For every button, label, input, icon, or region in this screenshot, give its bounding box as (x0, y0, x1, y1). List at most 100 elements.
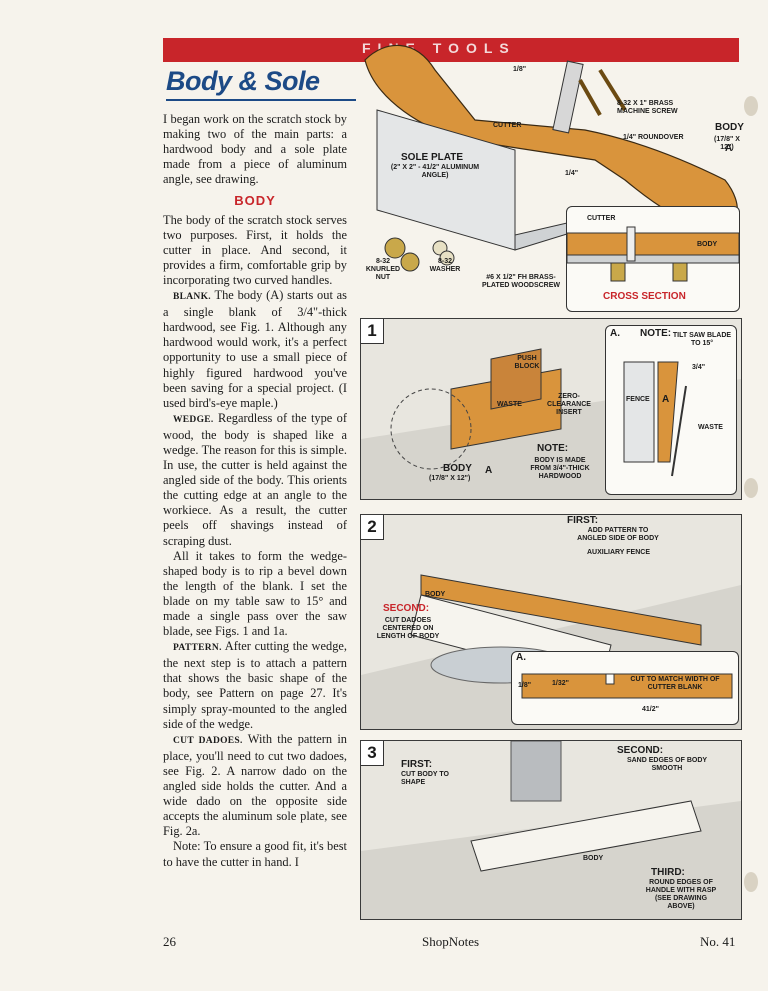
screw-art (598, 68, 627, 112)
fig1a-body-art (657, 361, 679, 463)
sole-plate-label: SOLE PLATE (401, 152, 464, 163)
figure-1: 1 PUSH BLOCK WASTE ZERO-CLEARANCE INSERT… (360, 318, 742, 500)
pattern-subhead: PATTERN. (173, 643, 222, 654)
figure-2a-inset: a. 1/8" 1/32" 41/2" CUT TO MATCH WIDTH O… (511, 651, 739, 725)
fig2a-body-art (521, 673, 733, 699)
blank-paragraph: BLANK. The body (A) starts out as a sing… (163, 288, 347, 411)
fig1a-part-label: A (662, 394, 670, 405)
cs-nut-art (672, 262, 688, 282)
aux-fence-art (420, 574, 702, 646)
fig3-second-title: SECOND: (617, 745, 664, 756)
aux-fence-label: AUXILIARY FENCE (587, 549, 651, 556)
fig3-second: SAND EDGES OF BODY SMOOTH (626, 757, 708, 772)
dadoes-text: With the pattern in place, you'll need t… (163, 731, 348, 839)
insert-label: ZERO-CLEARANCE INSERT (547, 393, 591, 416)
page-number: 26 (163, 934, 176, 949)
fig2-first: ADD PATTERN TO ANGLED SIDE OF BODY (577, 527, 659, 542)
fig1a-note-title: NOTE: (640, 328, 672, 339)
push-block-label: PUSH BLOCK (514, 355, 540, 370)
fig3-third-title: THIRD: (651, 867, 685, 878)
cutter-art (552, 60, 584, 134)
cs-cutter-art (626, 226, 636, 262)
fig1-part-a: A (485, 465, 493, 476)
fig2a-dim2: 1/32" (552, 680, 569, 687)
screw-label: 8-32 x 1" BRASS MACHINE SCREW (617, 100, 678, 115)
rip-paragraph: All it takes to form the wedge-shaped bo… (163, 548, 347, 639)
magazine-name: ShopNotes (422, 934, 480, 949)
fig3-third: ROUND EDGES OF HANDLE WITH RASP (SEE DRA… (645, 879, 717, 910)
washer-label: 8-32 WASHER (429, 258, 461, 273)
cutter-label: CUTTER (493, 122, 522, 129)
fig2a-letter: a. (516, 652, 526, 663)
knurled-nut-label: 8-32 KNURLED NUT (365, 258, 401, 281)
figure-2-number: 2 (361, 515, 384, 540)
section-banner (163, 38, 739, 62)
pattern-text: After cutting the wedge, the next step i… (163, 639, 347, 731)
figure-3-number: 3 (361, 741, 384, 766)
fig1-note: BODY IS MADE FROM 3/4"-THICK HARDWOOD (530, 457, 590, 480)
blank-text: The body (A) starts out as a single blan… (163, 288, 347, 410)
push-block-art (490, 348, 542, 410)
title-underline (166, 99, 356, 101)
saw-blade-art (390, 388, 472, 470)
knurled-nut-art (384, 237, 406, 259)
fig2-body-label: BODY (425, 591, 446, 598)
section-heading-body: BODY (234, 193, 276, 209)
issue-number: No. 41 (700, 934, 736, 949)
fig1-body-dims: (17/8" x 12") (429, 475, 471, 482)
fig3-body-label: BODY (583, 855, 604, 862)
fig3-first: CUT BODY TO SHAPE (401, 771, 449, 786)
blade-art (671, 385, 687, 477)
exploded-drawing: 1/8" 8-32 x 1" BRASS MACHINE SCREW CUTTE… (355, 30, 745, 310)
binder-hole (744, 872, 758, 892)
fig1a-waste-label: WASTE (698, 424, 723, 431)
note-paragraph: Note: To ensure a good fit, it's best to… (163, 839, 347, 869)
figure-3: 3 FIRST: CUT BODY TO SHAPE SECOND: SAND … (360, 740, 742, 920)
fig3-first-title: FIRST: (401, 759, 433, 770)
cross-section-art (567, 226, 739, 282)
fig1a-dim: 3/4" (692, 364, 706, 371)
wedge-paragraph: WEDGE. Regardless of the type of wood, t… (163, 411, 347, 549)
wedge-text: Regardless of the type of wood, the body… (163, 410, 347, 548)
fig1-waste-label: WASTE (497, 401, 522, 408)
article-title: Body & Sole (166, 66, 320, 96)
body-label: BODY (715, 122, 744, 133)
figure-2: 2 FIRST: ADD PATTERN TO ANGLED SIDE OF B… (360, 514, 742, 730)
fig1-note-title: NOTE: (537, 443, 569, 454)
fig2a-note: CUT TO MATCH WIDTH OF CUTTER BLANK (630, 676, 720, 691)
binder-hole (744, 478, 758, 498)
intro-paragraph: I began work on the scratch stock by mak… (163, 112, 347, 187)
article-text-column: I began work on the scratch stock by mak… (163, 112, 347, 870)
fig1a-fence-label: FENCE (626, 396, 650, 403)
dadoes-subhead: CUT DADOES. (173, 735, 243, 746)
cs-nut-art (610, 262, 626, 282)
cross-section-title: CROSS SECTION (603, 291, 686, 302)
narrow-dado-art (605, 673, 615, 685)
pattern-paragraph: PATTERN. After cutting the wedge, the ne… (163, 639, 347, 732)
blank-subhead: BLANK. (173, 292, 211, 303)
fig2-second: CUT DADOES CENTERED ON LENGTH OF BODY (376, 617, 440, 640)
screw-art (578, 79, 602, 116)
cs-sole-art (567, 254, 739, 264)
body-paragraph: The body of the scratch stock serves two… (163, 212, 347, 287)
roundover-label: 1/4" ROUNDOVER (623, 134, 684, 141)
fig2-first-title: FIRST: (567, 515, 599, 526)
fig2a-dim3: 41/2" (642, 706, 659, 713)
woodscrew-label: #6 x 1/2" Fh BRASS-PLATED WOODSCREW (481, 274, 561, 289)
cs-cutter-label: CUTTER (587, 215, 616, 222)
fig2a-dim1: 1/8" (518, 682, 532, 689)
wedge-subhead: WEDGE. (173, 414, 214, 425)
fig1a-letter: a. (610, 328, 620, 339)
figure-2a-art (521, 673, 733, 699)
figure-3-art (361, 741, 741, 919)
sole-dims-label: (2" x 2" - 41/2" ALUMINUM ANGLE) (390, 164, 480, 179)
bandsaw-guide-art (510, 741, 562, 802)
figure-1-number: 1 (361, 319, 384, 344)
fig1a-note: TILT SAW BLADE TO 15° (672, 332, 732, 347)
washer-art (439, 250, 455, 266)
binder-hole (744, 96, 758, 116)
cross-section-inset: CUTTER BODY CROSS SECTION (566, 206, 740, 312)
exploded-drawing-art (364, 44, 738, 272)
fig1-body-label: BODY (443, 463, 472, 474)
dim-1-8-label: 1/8" (513, 66, 527, 73)
